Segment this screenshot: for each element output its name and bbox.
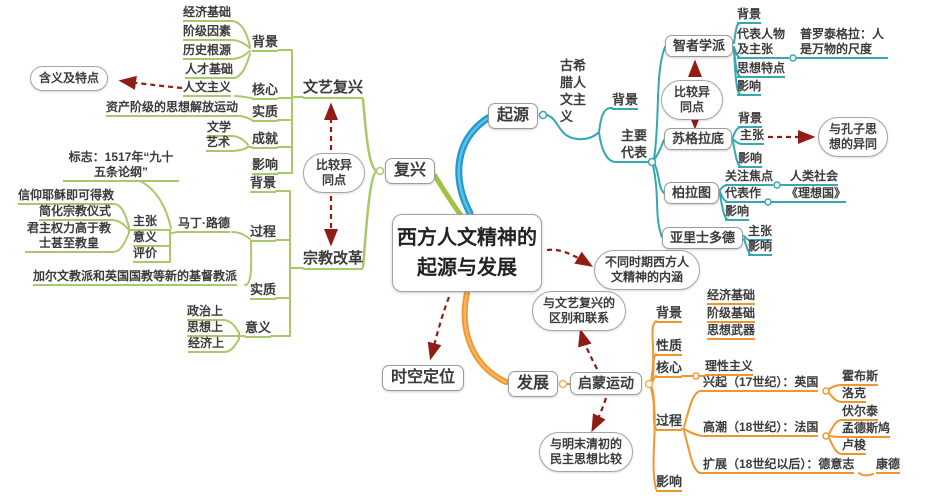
enl-bg-label[interactable]: 背景 <box>656 304 683 323</box>
sophists-bg[interactable]: 背景 <box>737 7 762 24</box>
reform-bg-label[interactable]: 背景 <box>250 174 277 193</box>
ren-achv-art[interactable]: 艺术 <box>206 135 231 152</box>
box-qimeng[interactable]: 启蒙运动 <box>570 372 642 395</box>
sophists-feature[interactable]: 思想特点 <box>737 61 786 78</box>
oval-vs-renaissance[interactable]: 与文艺复兴的区别和联系 <box>532 291 626 331</box>
ren-bg-label[interactable]: 背景 <box>252 33 279 52</box>
oval-meaning-features[interactable]: 含义及特点 <box>30 66 108 91</box>
meaning-economic[interactable]: 经济上 <box>188 336 225 353</box>
topic-luther[interactable]: 马丁·路德 <box>178 216 230 233</box>
box-plato[interactable]: 柏拉图 <box>664 182 720 204</box>
ren-core-label[interactable]: 核心 <box>252 81 279 100</box>
ren-achievement-label[interactable]: 成就 <box>252 130 279 149</box>
ren-bg-item-class[interactable]: 阶级因素 <box>183 24 232 41</box>
plato-focus-value[interactable]: 人类社会 <box>790 169 839 186</box>
enl-rise[interactable]: 兴起（17世纪）：英国 <box>703 375 819 392</box>
ren-bg-item-history[interactable]: 历史根源 <box>183 43 232 60</box>
topic-fuxing[interactable]: 复兴 <box>385 158 436 184</box>
sophists-rep-value[interactable]: 普罗泰格拉：人是万物的尺度 <box>800 27 888 59</box>
meaning-ideological[interactable]: 思想上 <box>187 320 224 337</box>
enl-bg-weapon[interactable]: 思想武器 <box>707 323 756 340</box>
ren-essence-item[interactable]: 资产阶级的思想解放运动 <box>106 100 239 117</box>
topic-zongjiaogaige[interactable]: 宗教改革 <box>303 249 364 270</box>
ren-impact-label[interactable]: 影响 <box>252 156 279 175</box>
enl-montesquieu[interactable]: 孟德斯鸠 <box>842 421 891 438</box>
center-topic[interactable]: 西方人文精神的起源与发展 <box>392 214 542 292</box>
oval-confucius[interactable]: 与孔子思想的异同 <box>818 117 888 157</box>
enl-expand[interactable]: 扩展（18世纪以后）：德意志 <box>703 457 855 474</box>
sophists-rep[interactable]: 代表人物及主张 <box>737 27 789 59</box>
oval-vs-mingqing[interactable]: 与明末清初的民主思想比较 <box>539 432 633 472</box>
socrates-claims[interactable]: 主张 <box>740 128 765 145</box>
ren-bg-item-talent[interactable]: 人才基础 <box>185 62 234 79</box>
topic-qiyuan[interactable]: 起源 <box>488 103 539 129</box>
enl-rousseau[interactable]: 卢梭 <box>842 438 867 455</box>
enl-core-item[interactable]: 理性主义 <box>705 359 754 376</box>
origin-bg-label[interactable]: 背景 <box>612 91 639 110</box>
enl-impact-label[interactable]: 影响 <box>656 473 683 492</box>
socrates-bg[interactable]: 背景 <box>738 111 763 128</box>
reform-meaning-label[interactable]: 意义 <box>245 319 272 338</box>
origin-reps-label[interactable]: 主要代表 <box>620 127 648 163</box>
oval-compare-left[interactable]: 比较异同点 <box>303 153 365 193</box>
sophists-impact[interactable]: 影响 <box>737 79 762 96</box>
enl-nature-label[interactable]: 性质 <box>656 337 683 356</box>
claim-monarch[interactable]: 君主权力高于教士甚至教皇 <box>25 221 113 253</box>
claim-ritual[interactable]: 简化宗教仪式 <box>39 204 112 221</box>
plato-focus[interactable]: 关注焦点 <box>725 169 774 186</box>
plato-impact[interactable]: 影响 <box>725 204 750 221</box>
oval-connotation[interactable]: 不同时期西方人文精神的内涵 <box>594 250 700 290</box>
box-spacetime[interactable]: 时空定位 <box>382 365 465 391</box>
aristotle-impact[interactable]: 影响 <box>748 239 773 256</box>
ren-achv-literature[interactable]: 文学 <box>207 120 232 137</box>
topic-fazhan[interactable]: 发展 <box>508 371 559 397</box>
luther-meaning-label[interactable]: 意义 <box>133 230 158 247</box>
ren-bg-item-economic[interactable]: 经济基础 <box>183 5 232 22</box>
enl-core-label[interactable]: 核心 <box>656 359 683 378</box>
ren-core-item[interactable]: 人文主义 <box>183 80 232 97</box>
aristotle-claims[interactable]: 主张 <box>748 224 773 241</box>
plato-work[interactable]: 代表作 <box>725 186 762 203</box>
enl-bg-economic[interactable]: 经济基础 <box>707 288 756 305</box>
topic-calvin[interactable]: 加尔文教派和英国国教等新的基督教派 <box>33 269 238 286</box>
socrates-impact[interactable]: 影响 <box>738 151 763 168</box>
oval-compare-right[interactable]: 比较异同点 <box>661 80 723 120</box>
enl-bg-class[interactable]: 阶级基础 <box>707 306 756 323</box>
reform-essence-label[interactable]: 实质 <box>250 281 277 300</box>
topic-wenyifuxing[interactable]: 文艺复兴 <box>303 78 364 99</box>
enl-locke[interactable]: 洛克 <box>842 386 867 403</box>
claim-faith[interactable]: 信仰耶稣即可得救 <box>18 188 115 205</box>
enl-kant[interactable]: 康德 <box>876 457 901 474</box>
plato-work-value[interactable]: 《理想国》 <box>786 186 847 203</box>
ren-essence-label[interactable]: 实质 <box>252 103 279 122</box>
reform-mark[interactable]: 标志：1517年“九十五条论纲” <box>63 150 179 182</box>
box-aristotle[interactable]: 亚里士多德 <box>662 227 744 249</box>
luther-evaluation-label[interactable]: 评价 <box>133 246 158 263</box>
luther-claims-label[interactable]: 主张 <box>133 214 158 231</box>
reform-process-label[interactable]: 过程 <box>250 223 277 242</box>
enl-climax[interactable]: 高潮（18世纪）：法国 <box>703 420 819 437</box>
box-sophists[interactable]: 智者学派 <box>665 35 734 57</box>
meaning-political[interactable]: 政治上 <box>187 304 224 321</box>
enl-hobbes[interactable]: 霍布斯 <box>842 369 879 386</box>
enl-process-label[interactable]: 过程 <box>656 412 683 431</box>
box-socrates[interactable]: 苏格拉底 <box>664 128 733 150</box>
enl-voltaire[interactable]: 伏尔泰 <box>842 404 879 421</box>
origin-theme[interactable]: 古希腊人文主义 <box>560 58 587 124</box>
